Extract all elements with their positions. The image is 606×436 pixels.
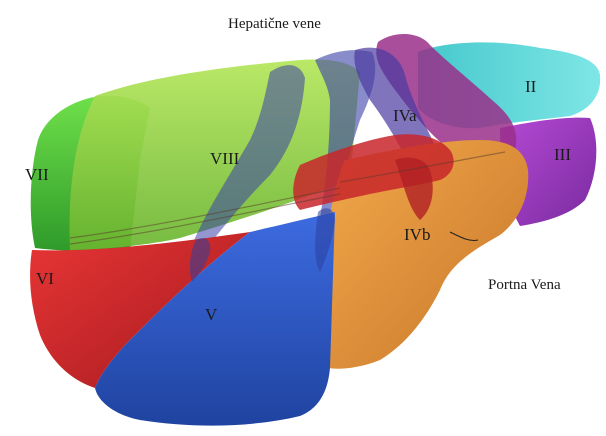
segment-II-label: II xyxy=(525,77,537,96)
segment-VI-label: VI xyxy=(36,269,54,288)
segment-IVb-label: IVb xyxy=(404,225,430,244)
segment-VIII-label: VIII xyxy=(210,149,240,168)
portal-vein-label: Portna Vena xyxy=(488,277,561,293)
segment-V-label: V xyxy=(205,305,218,324)
hepatic-veins-label: Hepatične vene xyxy=(228,16,321,32)
segment-IVa-label: IVa xyxy=(393,106,417,125)
segment-III-label: III xyxy=(554,145,571,164)
segment-VII-label: VII xyxy=(25,165,49,184)
